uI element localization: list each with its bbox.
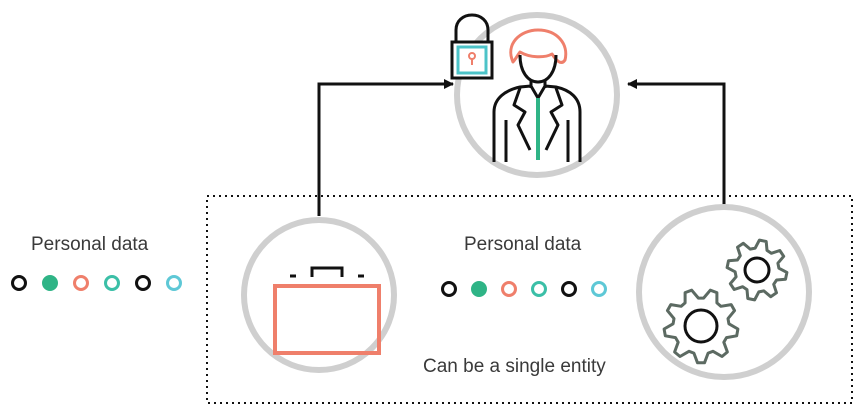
left-personal-data-label: Personal data: [31, 234, 149, 255]
data-dot: [104, 275, 120, 291]
gear-outline: [662, 288, 740, 365]
gears-icon: [662, 238, 789, 365]
gear-hole: [743, 256, 771, 284]
single-entity-label: Can be a single entity: [423, 356, 606, 377]
data-dot: [135, 275, 151, 291]
data-dot: [591, 281, 607, 297]
data-dot: [531, 281, 547, 297]
data-dot: [501, 281, 517, 297]
data-dot: [42, 275, 58, 291]
data-dots-left: [11, 275, 182, 291]
data-dot: [561, 281, 577, 297]
organization-circle: [241, 217, 397, 373]
gear-outline: [725, 238, 789, 302]
data-dot: [73, 275, 89, 291]
data-dot: [11, 275, 27, 291]
center-personal-data-label: Personal data: [464, 234, 582, 255]
briefcase-icon: [273, 266, 381, 355]
lock-icon: [450, 13, 494, 80]
person-icon: [492, 28, 582, 162]
data-dot: [471, 281, 487, 297]
data-dot: [166, 275, 182, 291]
processing-circle: [636, 204, 812, 380]
data-dot: [441, 281, 457, 297]
arrow-right: [627, 79, 726, 212]
arrow-left: [317, 79, 454, 216]
data-dots-center: [441, 281, 607, 297]
gear-hole: [683, 308, 719, 344]
